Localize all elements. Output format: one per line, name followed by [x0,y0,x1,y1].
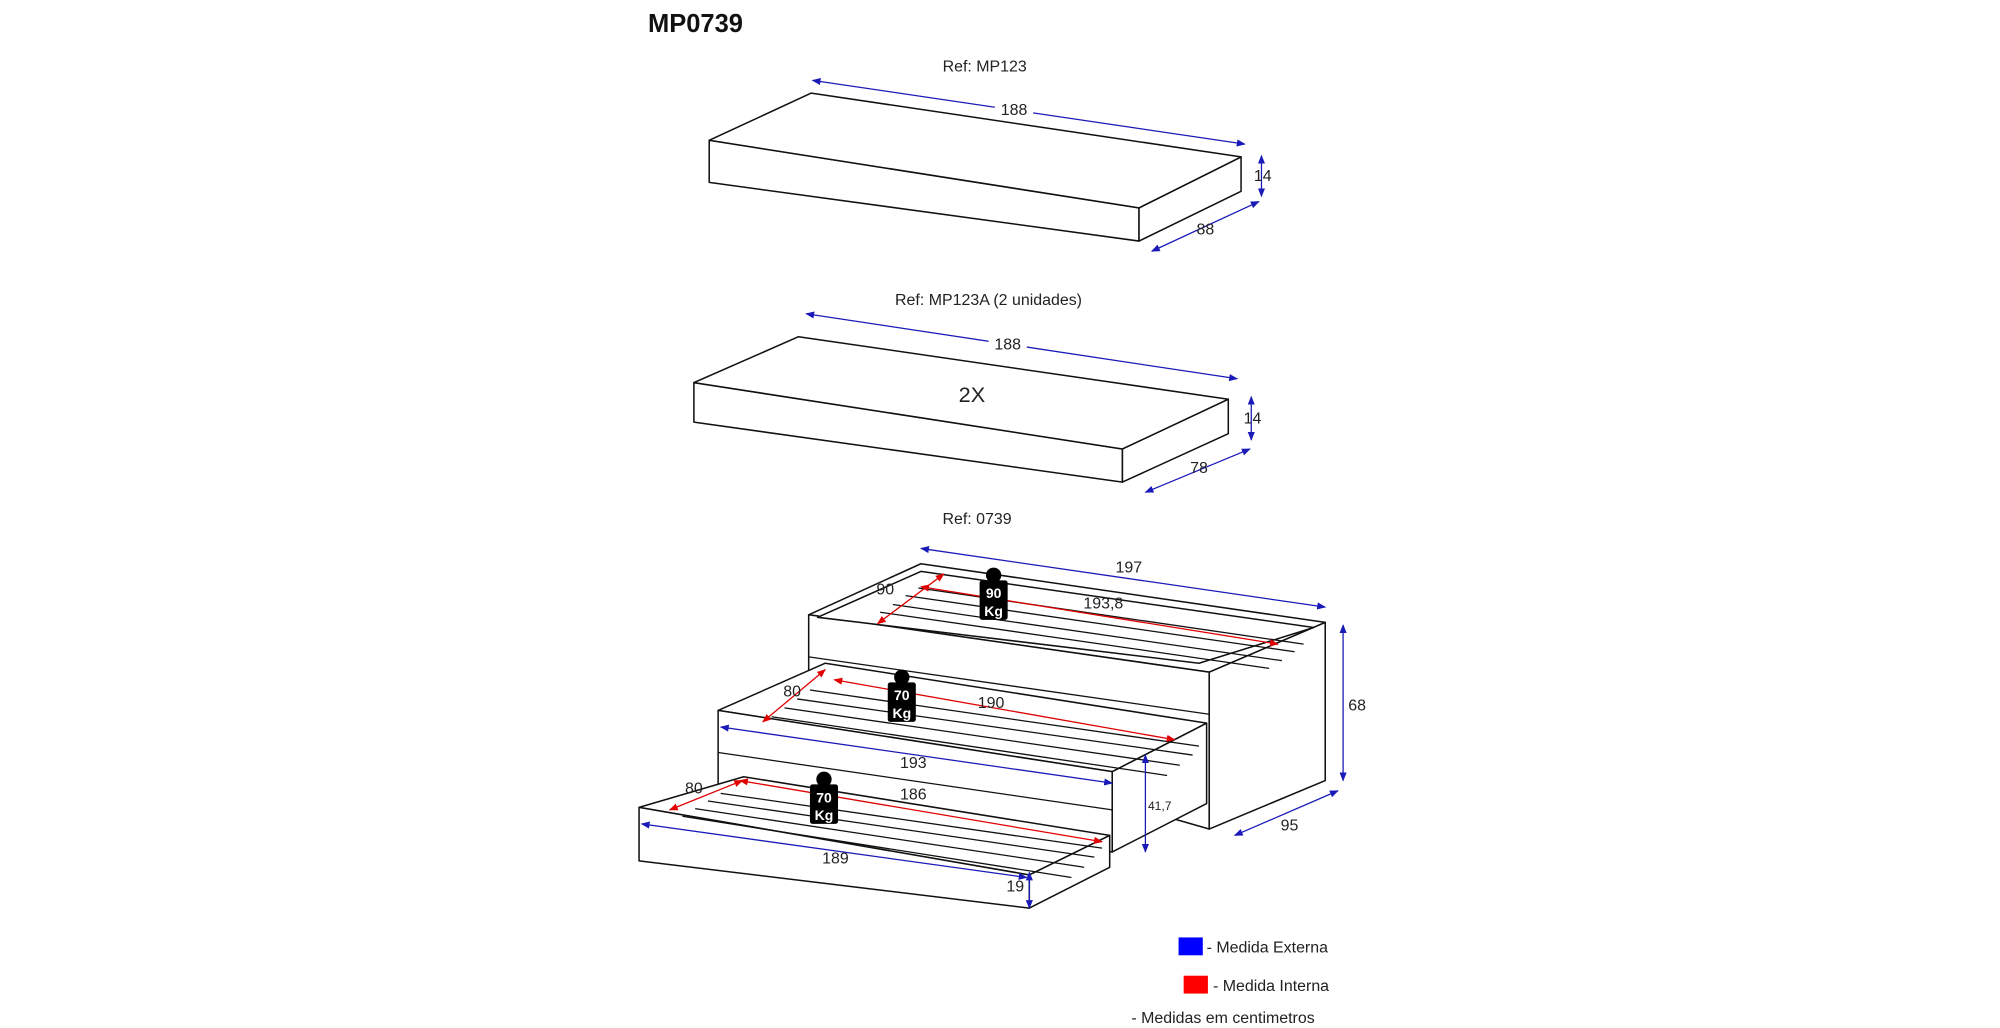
legend-note: - Medidas em centimetros [1131,1010,1314,1027]
internal-swatch [1183,975,1208,994]
svg-text:70: 70 [816,789,832,805]
length-value: 188 [994,336,1021,353]
bed-height-value: 68 [1348,697,1366,714]
top-length-value: 193,8 [1083,595,1123,612]
bed-depth-dimension [1233,790,1339,836]
middle-inner-length-value: 190 [978,695,1005,712]
legend-external: - Medida Externa [1207,940,1328,957]
middle-depth-value: 80 [783,683,801,700]
middle-length-dimension [719,724,1114,786]
external-swatch [1178,937,1203,956]
lower-depth-dimension [668,779,744,811]
bed-0739: Ref: 0739 197 68 95 [638,511,1366,910]
lower-length-value: 189 [822,850,849,867]
lower-inner-length-value: 186 [900,787,927,804]
middle-length-value: 193 [900,755,927,772]
lower-height-value: 19 [1006,879,1024,896]
svg-text:Kg: Kg [815,807,834,823]
top-depth-dimension [876,573,945,625]
weight-icon: 70 Kg [887,669,916,722]
middle-depth-dimension [762,669,826,723]
svg-text:Kg: Kg [984,603,1003,619]
depth-dimension [1144,448,1251,493]
weight-icon: 70 Kg [809,771,839,824]
weight-icon: 90 Kg [979,567,1008,620]
top-depth-value: 90 [876,581,894,598]
quantity-label: 2X [959,382,986,407]
lower-depth-value: 80 [685,780,703,797]
svg-text:70: 70 [894,687,910,703]
depth-dimension [1150,200,1260,252]
ref-label: Ref: MP123 [943,58,1027,75]
ref-label: Ref: MP123A (2 unidades) [895,292,1082,309]
lower-length-dimension [640,821,1028,880]
depth-value: 88 [1196,222,1214,239]
mattress-mp123a: Ref: MP123A (2 unidades) 2X 188 14 78 [693,292,1262,493]
svg-text:Kg: Kg [892,705,911,721]
height-value: 14 [1244,410,1262,427]
length-value: 188 [1001,102,1028,119]
middle-height-value: 41,7 [1148,799,1172,813]
page-title: MP0739 [648,10,743,38]
height-value: 14 [1254,168,1272,185]
bed-depth-value: 95 [1281,817,1299,834]
ref-label: Ref: 0739 [942,511,1011,528]
lower-inner-length-dimension [738,778,1103,844]
depth-value: 78 [1190,460,1208,477]
mattress-mp123: Ref: MP123 188 14 88 [708,58,1272,252]
legend: - Medida Externa - Medida Interna - Medi… [1131,937,1329,1027]
legend-internal: - Medida Interna [1213,978,1329,995]
bed-length-value: 197 [1116,560,1143,577]
svg-text:90: 90 [986,585,1002,601]
